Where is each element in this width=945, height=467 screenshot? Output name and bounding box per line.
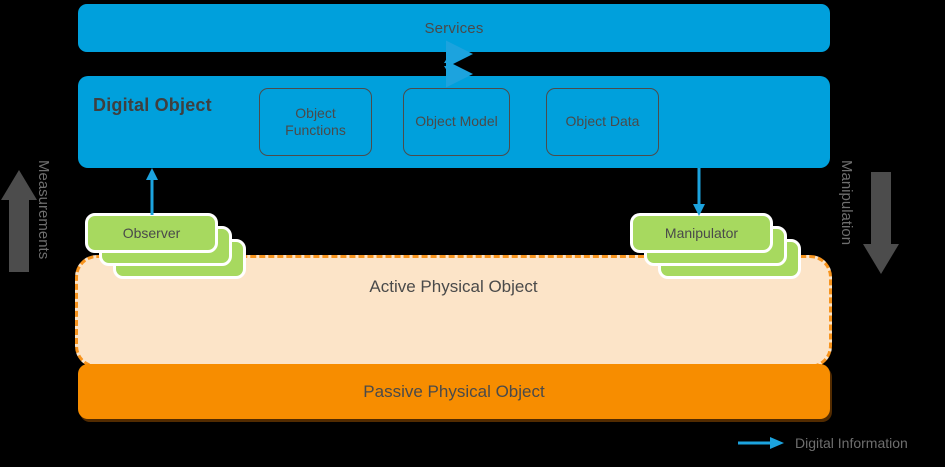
object-model-label: Object Model xyxy=(415,113,498,130)
services-digital-object-arrow xyxy=(444,40,473,88)
object-functions-box: Object Functions xyxy=(259,88,372,156)
manipulation-arrow-icon xyxy=(863,172,899,274)
object-functions-label: Object Functions xyxy=(285,104,346,139)
manipulator-label: Manipulator xyxy=(664,225,739,241)
services-block: Services xyxy=(78,4,830,52)
passive-physical-object-block: Passive Physical Object xyxy=(78,364,830,419)
digital-object-title: Digital Object xyxy=(93,95,212,115)
manipulation-label: Manipulation xyxy=(838,160,855,246)
observer-uplink-arrow xyxy=(146,168,158,215)
observer-label: Observer xyxy=(122,225,181,241)
passive-physical-object-label: Passive Physical Object xyxy=(363,381,545,401)
manipulator-stack: Manipulator xyxy=(630,213,820,308)
manipulator-chip-front: Manipulator xyxy=(630,213,773,253)
measurements-arrow-icon xyxy=(1,170,37,272)
legend: Digital Information xyxy=(735,432,908,454)
manipulator-downlink-arrow xyxy=(693,168,705,216)
measurements-label: Measurements xyxy=(35,160,52,260)
object-model-box: Object Model xyxy=(403,88,510,156)
active-physical-object-label: Active Physical Object xyxy=(369,277,538,296)
observer-chip-front: Observer xyxy=(85,213,218,253)
object-data-box: Object Data xyxy=(546,88,659,156)
legend-item-label: Digital Information xyxy=(795,435,908,451)
digital-object-block: Digital Object Object Functions Object M… xyxy=(78,76,830,168)
object-data-label: Object Data xyxy=(565,113,640,130)
observer-stack: Observer xyxy=(85,213,275,308)
services-label: Services xyxy=(424,19,484,37)
